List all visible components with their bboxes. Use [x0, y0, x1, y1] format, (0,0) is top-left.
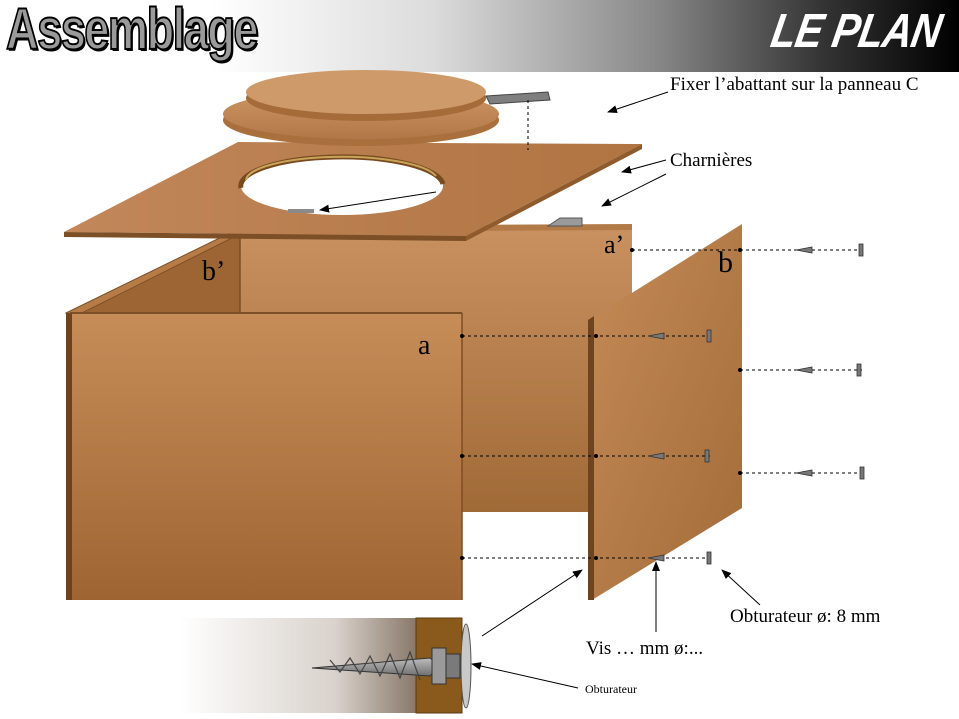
- seat-hole: [241, 157, 443, 215]
- label-corner-b-prime: b’: [202, 256, 226, 287]
- label-plug-small: Obturateur: [585, 682, 637, 696]
- label-corner-a: a: [418, 330, 431, 361]
- seat-hinge-bar: [485, 91, 551, 105]
- label-screw: Vis … mm ø:...: [586, 638, 704, 659]
- plug-disc: [460, 623, 472, 709]
- page-title: Assemblage: [5, 0, 259, 63]
- title-banner: [0, 0, 959, 72]
- label-hinges: Charnières: [670, 150, 753, 171]
- hinge-icon: [546, 217, 583, 227]
- panel-front: [70, 313, 462, 600]
- label-plug: Obturateur ø: 8 mm: [730, 606, 881, 627]
- label-corner-a-prime: a’: [604, 230, 625, 259]
- label-fix-lid: Fixer l’abattant sur la panneau C: [670, 74, 919, 95]
- panel-right-side: [592, 224, 742, 600]
- label-corner-b: b: [718, 246, 733, 279]
- screw-icon: [647, 243, 865, 565]
- detail-screw-icon: [311, 647, 461, 685]
